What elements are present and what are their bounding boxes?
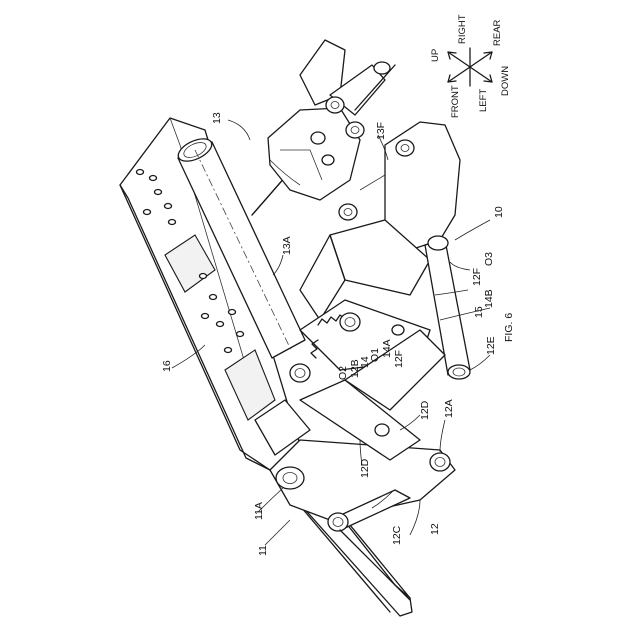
label-12C: 12C bbox=[391, 525, 403, 545]
label-12F-right: 12F bbox=[471, 268, 483, 286]
label-12E: 12E bbox=[485, 336, 497, 355]
label-10: 10 bbox=[493, 206, 505, 218]
label-fig-caption: FIG. 6 bbox=[503, 313, 515, 342]
direction-compass: UP RIGHT REAR FRONT LEFT DOWN bbox=[430, 14, 511, 118]
dir-left: LEFT bbox=[478, 89, 489, 112]
label-12D-lower: 12D bbox=[359, 458, 371, 478]
label-15: 15 bbox=[473, 306, 485, 318]
label-O2: O2 bbox=[337, 366, 349, 380]
label-14B: 14B bbox=[483, 289, 495, 308]
dir-rear: REAR bbox=[492, 19, 503, 46]
dir-right: RIGHT bbox=[457, 14, 468, 44]
label-12: 12 bbox=[429, 523, 441, 535]
label-16: 16 bbox=[161, 360, 173, 372]
actuator-13 bbox=[252, 40, 395, 215]
label-14A: 14A bbox=[381, 339, 393, 358]
label-11A: 11A bbox=[253, 502, 265, 520]
label-12A: 12A bbox=[443, 399, 455, 418]
label-13A: 13A bbox=[281, 236, 293, 255]
label-12D-upper: 12D bbox=[419, 400, 431, 420]
dir-down: DOWN bbox=[500, 66, 511, 96]
dir-up: UP bbox=[430, 49, 441, 62]
label-11: 11 bbox=[257, 545, 269, 556]
dir-front: FRONT bbox=[450, 85, 461, 118]
label-12B: 12B bbox=[349, 359, 361, 378]
label-13F: 13F bbox=[375, 122, 387, 140]
label-O3: O3 bbox=[483, 252, 495, 266]
label-13: 13 bbox=[211, 112, 223, 124]
label-12F-left: 12F bbox=[393, 350, 405, 368]
